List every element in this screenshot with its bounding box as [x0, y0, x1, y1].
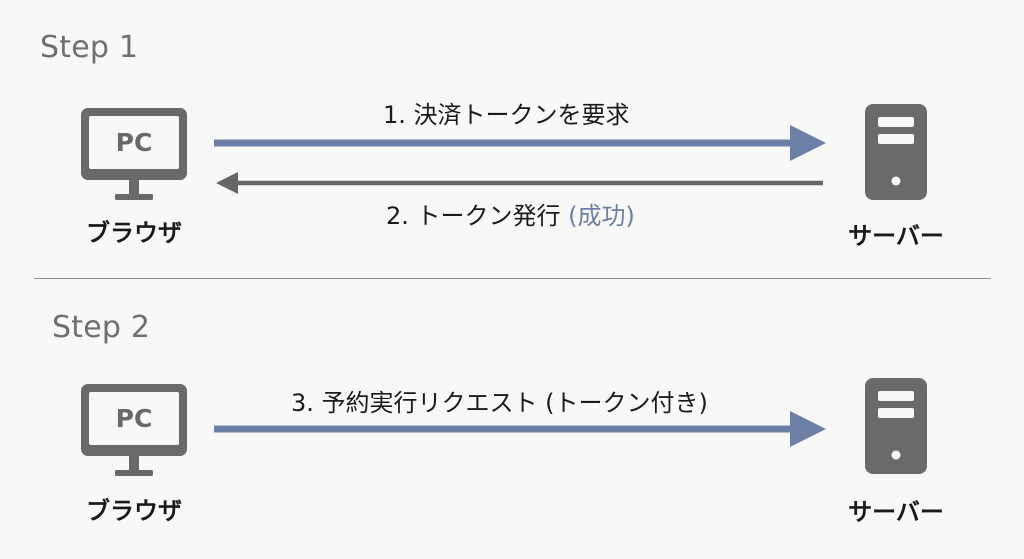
step-1-request-label: 1. 決済トークンを要求: [383, 101, 630, 129]
response-accent-text: (成功): [568, 202, 635, 230]
step-2-request-label: 3. 予約実行リクエスト (トークン付き): [291, 389, 708, 417]
step-2-title: Step 2: [52, 310, 151, 345]
pc-badge-text: PC: [116, 128, 153, 157]
step-2-server-device: サーバー: [816, 374, 976, 524]
desktop-monitor-icon: PC: [81, 384, 187, 476]
server-tower-icon: [865, 104, 927, 200]
browser-label: ブラウザ: [86, 219, 182, 247]
step-2-request-arrow: [214, 411, 826, 449]
server-label: サーバー: [848, 498, 944, 526]
step-1-browser-device: PC ブラウザ: [54, 100, 214, 250]
server-tower-icon: [865, 378, 927, 474]
pc-badge-text: PC: [116, 404, 153, 433]
step-divider: [34, 278, 991, 279]
desktop-monitor-icon: PC: [81, 108, 187, 200]
browser-label: ブラウザ: [86, 497, 182, 525]
step-1-title: Step 1: [40, 30, 139, 65]
step-1-request-arrow: [214, 125, 826, 163]
step-2-browser-device: PC ブラウザ: [54, 376, 214, 526]
step-1-server-device: サーバー: [816, 100, 976, 250]
step-1-response-arrow: [216, 170, 823, 196]
response-main-text: 2. トークン発行: [386, 202, 561, 230]
step-1-response-label: 2. トークン発行 (成功): [386, 204, 635, 228]
server-label: サーバー: [848, 222, 944, 250]
